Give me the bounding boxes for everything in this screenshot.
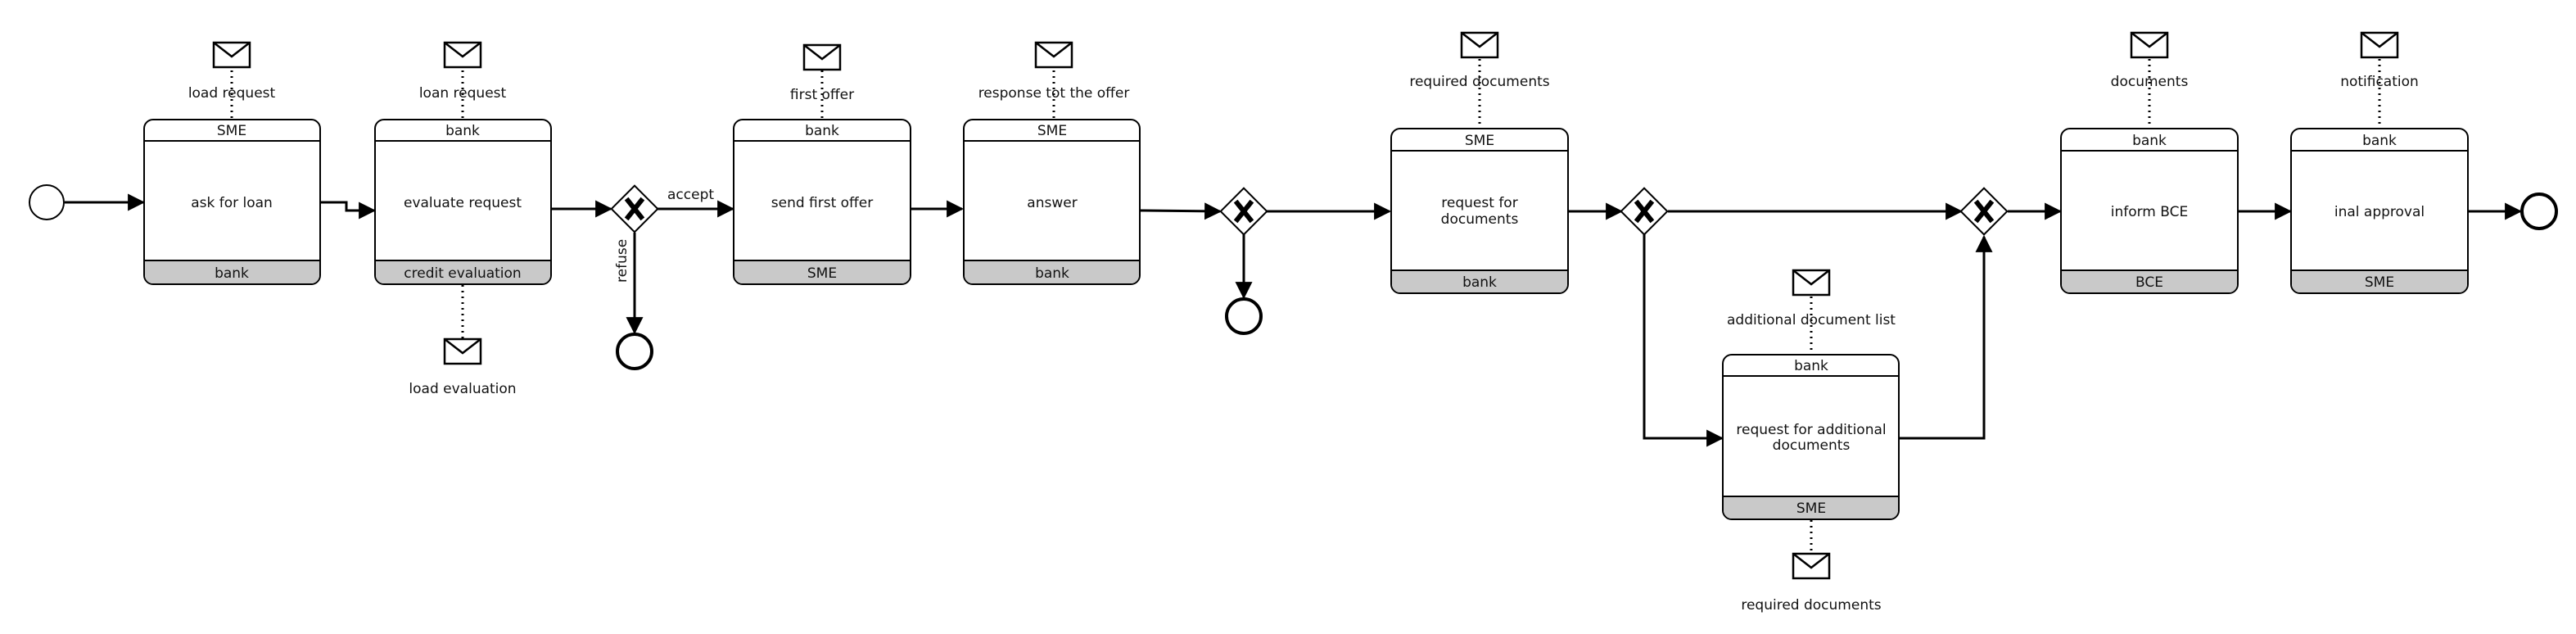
flow-ask-to-evaluate <box>320 201 377 220</box>
task-title: evaluate request <box>404 195 522 211</box>
task-receiver: BCE <box>2135 274 2163 291</box>
envelope-icon-load-request <box>212 41 251 69</box>
envelope-icon-first-offer <box>802 43 842 71</box>
task-initiator: bank <box>1794 358 1828 374</box>
exclusive-gateway-4 <box>1959 187 2009 236</box>
task-answer: SME answer bank <box>963 119 1141 285</box>
end-event-answer <box>1225 297 1263 335</box>
task-title: answer <box>1027 195 1077 211</box>
envelope-icon-additional-document-list <box>1792 269 1831 297</box>
task-final-approval: bank inal approval SME <box>2290 128 2469 294</box>
message-label: additional document list <box>1727 312 1896 328</box>
task-receiver: bank <box>1035 265 1069 282</box>
task-initiator: SME <box>1465 133 1494 149</box>
message-label: response tot the offer <box>978 85 1130 102</box>
task-request-for-additional-documents: bank request for additional documents SM… <box>1722 354 1900 520</box>
task-receiver: SME <box>1796 500 1826 517</box>
task-title-line2: documents <box>1773 437 1851 454</box>
task-title: ask for loan <box>191 195 273 211</box>
refuse-label: refuse <box>614 239 630 283</box>
task-receiver: SME <box>2365 274 2394 291</box>
task-initiator: bank <box>2362 133 2397 149</box>
message-label: notification <box>2340 74 2419 90</box>
task-send-first-offer: bank send first offer SME <box>733 119 911 285</box>
message-label: load request <box>188 85 276 102</box>
envelope-icon-required-documents-bottom <box>1792 552 1831 580</box>
task-title-line1: request for <box>1441 195 1517 211</box>
task-initiator: bank <box>445 123 480 139</box>
task-title-line1: request for additional <box>1736 422 1886 438</box>
task-title-line2: documents <box>1441 211 1519 228</box>
task-request-for-documents: SME request for documents bank <box>1390 128 1569 294</box>
exclusive-gateway-2 <box>1219 187 1268 236</box>
task-receiver: credit evaluation <box>404 265 521 282</box>
task-receiver: SME <box>807 265 837 282</box>
task-evaluate-request: bank evaluate request credit evaluation <box>374 119 552 285</box>
task-initiator: SME <box>217 123 246 139</box>
envelope-icon-load-evaluation <box>443 337 482 365</box>
task-title: send first offer <box>771 195 873 211</box>
task-initiator: bank <box>2132 133 2167 149</box>
envelope-icon-notification <box>2360 31 2399 59</box>
exclusive-gateway-1 <box>610 184 659 233</box>
message-label: documents <box>2111 74 2189 90</box>
task-title: inal approval <box>2334 204 2425 220</box>
task-ask-for-loan: SME ask for loan bank <box>143 119 321 285</box>
flow-additional-to-gateway4 <box>1899 234 1993 440</box>
flow-gateway3-to-additional <box>1643 234 1724 447</box>
exclusive-gateway-3 <box>1620 187 1669 236</box>
task-inform-bce: bank inform BCE BCE <box>2060 128 2239 294</box>
task-receiver: bank <box>1462 274 1497 291</box>
task-receiver: bank <box>215 265 249 282</box>
message-label: load evaluation <box>409 381 516 397</box>
message-label: first offer <box>790 87 854 103</box>
message-label: required documents <box>1741 597 1881 614</box>
envelope-icon-required-documents-top <box>1460 31 1499 59</box>
message-connectors <box>230 59 2381 550</box>
end-event-final <box>2520 192 2558 230</box>
message-label: loan request <box>419 85 507 102</box>
envelope-icon-response-offer <box>1034 41 1073 69</box>
envelope-icon-loan-request <box>443 41 482 69</box>
envelope-icon-documents <box>2130 31 2169 59</box>
task-initiator: bank <box>805 123 839 139</box>
end-event-refuse <box>616 333 653 370</box>
task-title: inform BCE <box>2111 204 2189 220</box>
task-initiator: SME <box>1037 123 1067 139</box>
sequence-flows <box>65 193 2523 447</box>
message-label: required documents <box>1409 74 1549 90</box>
accept-label: accept <box>667 187 714 203</box>
start-event <box>29 184 65 220</box>
